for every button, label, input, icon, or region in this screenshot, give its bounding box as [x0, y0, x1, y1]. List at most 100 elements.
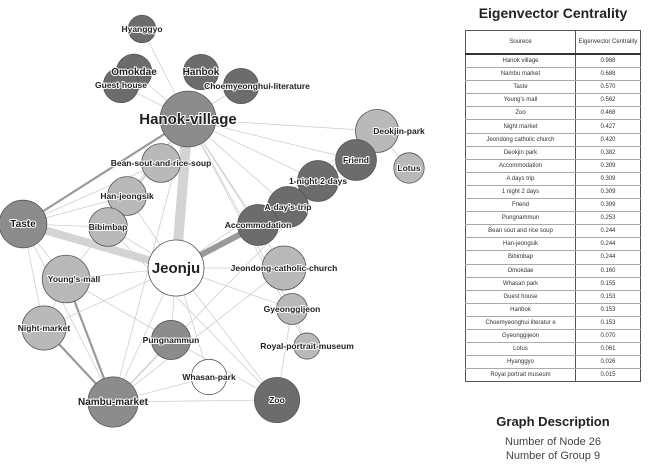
node-label-youngs: Young's-mall: [48, 274, 100, 284]
edge-nambu-jeondong: [112, 267, 285, 403]
node-label-deokjin: Deokjin-park: [373, 126, 425, 136]
source-cell: Bean sout and rice soup: [465, 224, 576, 239]
source-cell: Omokdae: [465, 264, 576, 278]
centrality-cell: 0.309: [575, 198, 641, 213]
centrality-cell: 0.468: [575, 106, 641, 121]
node-label-hanok: Hanok-village: [139, 111, 237, 128]
node-gyeong: [276, 293, 308, 325]
centrality-cell: 0.026: [575, 355, 641, 370]
node-label-jeondong: Jeondong-catholic-church: [231, 263, 338, 273]
node-zoo: [253, 376, 301, 424]
node-count: Number of Node 26: [505, 436, 601, 448]
centrality-cell: 0.988: [575, 54, 641, 69]
edge-taste-bean: [22, 162, 162, 225]
centrality-cell: 0.244: [575, 250, 641, 265]
node-taste: [0, 199, 48, 249]
centrality-cell: 0.153: [575, 290, 641, 304]
node-label-accom: Accommodation: [225, 220, 292, 230]
node-label-gyeong: Gyeonggijeon: [264, 304, 321, 314]
source-cell: Gyeonggijeon: [465, 329, 576, 344]
node-deokjin: [355, 109, 399, 153]
table-header-row: Sourece Eigenvector Centrality: [465, 30, 641, 55]
node-hanbok: [182, 53, 220, 91]
node-guesthouse: [102, 66, 140, 104]
source-cell: A days trip: [465, 172, 576, 186]
node-jeondong: [261, 245, 307, 291]
edge-hanok-friend: [187, 118, 357, 161]
centrality-cell: 0.153: [575, 316, 641, 330]
node-label-pung: Pungnammun: [143, 335, 200, 345]
edge-zoo-bibim: [107, 226, 278, 401]
source-cell: Whasan park: [465, 277, 576, 291]
node-jeonju: [147, 239, 205, 297]
node-label-choem: Choemyeonghui-literature: [204, 81, 310, 91]
centrality-cell: 0.382: [575, 146, 641, 160]
source-cell: Zoo: [465, 106, 576, 121]
node-label-jeonju: Jeonju: [152, 260, 200, 277]
node-bibim: [88, 207, 128, 247]
edge-hanok-deokjin: [187, 118, 378, 132]
centrality-cell: 0.420: [575, 133, 641, 147]
node-nambu: [87, 376, 139, 428]
node-choem: [222, 67, 260, 105]
graph-nodes: [0, 14, 425, 428]
source-cell: Accommodation: [465, 159, 576, 173]
node-label-bibim: Bibimbap: [89, 222, 128, 232]
source-cell: 1 night 2 days: [465, 185, 576, 200]
node-friend: [335, 139, 377, 181]
node-label-bean: Bean-sout-and-rice-soup: [111, 158, 212, 168]
centrality-cell: 0.309: [575, 159, 641, 173]
centrality-panel: Eigenvector Centrality Sourece Eigenvect…: [455, 0, 651, 468]
node-pung: [151, 320, 191, 360]
node-onenight: [297, 160, 339, 202]
centrality-cell: 0.244: [575, 237, 641, 252]
source-cell: Choemyeonghui literatur e: [465, 316, 576, 330]
node-hanok: [159, 90, 217, 148]
column-header-centrality: Eigenvector Centrality: [575, 30, 641, 55]
node-night: [21, 305, 67, 351]
source-cell: Bibimbap: [465, 250, 576, 265]
node-label-omokdae: Omokdae: [111, 67, 157, 78]
centrality-cell: 0.155: [575, 277, 641, 291]
node-label-lotus: Lotus: [397, 163, 420, 173]
node-accom: [237, 204, 279, 246]
source-cell: Pungnammun: [465, 211, 576, 226]
source-cell: Han-jeongsik: [465, 237, 576, 252]
node-label-hanbok: Hanbok: [183, 67, 220, 78]
centrality-title: Eigenvector Centrality: [478, 5, 628, 21]
node-hanjeong: [107, 176, 147, 216]
node-label-royal: Royal-portrait-museum: [260, 341, 354, 351]
node-label-whasan: Whasan-park: [182, 372, 236, 382]
centrality-cell: 0.153: [575, 303, 641, 317]
centrality-cell: 0.570: [575, 80, 641, 95]
node-label-onenight: 1-night-2-days: [289, 176, 347, 186]
node-label-adays: A-day's-trip: [265, 202, 312, 212]
group-count: Number of Group 9: [505, 450, 601, 462]
centrality-cell: 0.253: [575, 211, 641, 226]
graph-description-title: Graph Description: [496, 414, 610, 429]
node-label-hanjeong: Han-jeongsik: [100, 191, 154, 201]
node-royal: [293, 332, 321, 360]
column-header-source: Sourece: [465, 30, 576, 55]
centrality-cell: 0.061: [575, 342, 641, 357]
centrality-cell: 0.688: [575, 67, 641, 82]
